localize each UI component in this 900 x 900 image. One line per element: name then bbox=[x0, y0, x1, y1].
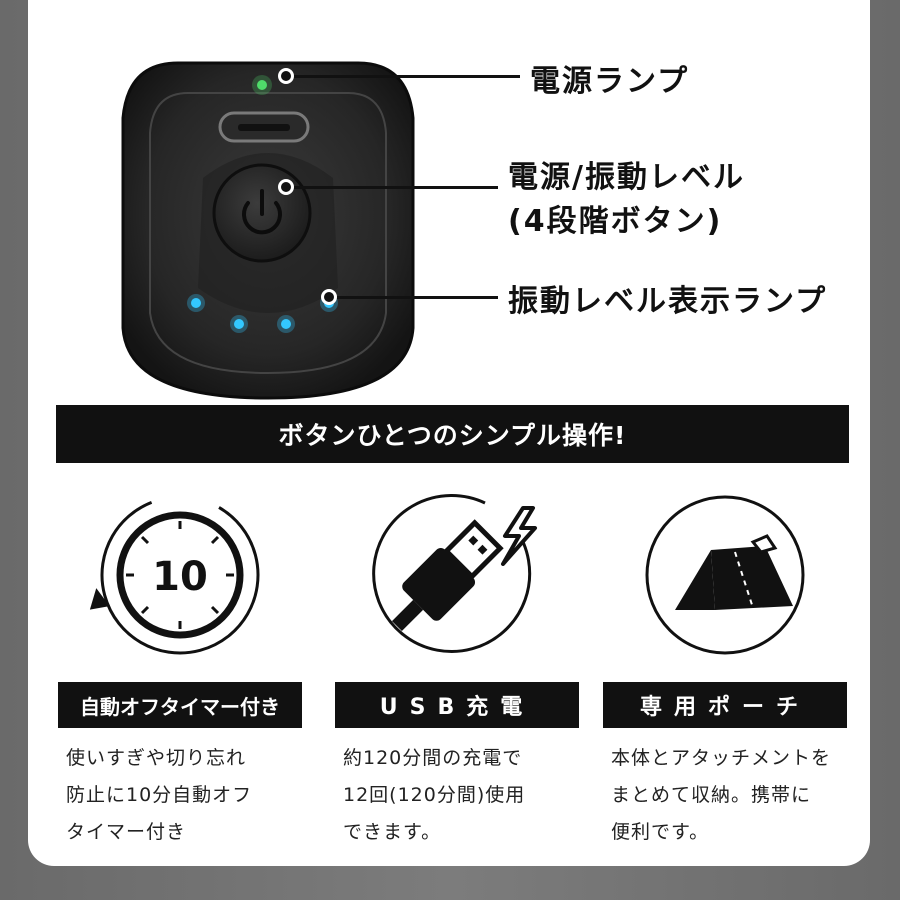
content-card: 電源ランプ 電源/振動レベル (4段階ボタン) 振動レベル表示ランプ ボタンひと… bbox=[28, 0, 870, 866]
callout-power-button-line2: (4段階ボタン) bbox=[508, 204, 723, 239]
callout-line-level-lamp bbox=[334, 296, 498, 299]
feature-desc-usb-charge: 約120分間の充電で 12回(120分間)使用 できます。 bbox=[343, 747, 526, 843]
callout-dot-power-button bbox=[278, 179, 294, 195]
device-illustration bbox=[121, 61, 415, 400]
power-indicator-light bbox=[257, 80, 267, 90]
feature-banner: ボタンひとつのシンプル操作! bbox=[56, 405, 849, 463]
feature-auto-off: 10 自動オフタイマー付き 使いすぎや切り忘れ 防止に10分自動オフ タイマー付… bbox=[58, 488, 302, 843]
callout-dot-level-lamp bbox=[321, 289, 337, 305]
usb-cable-icon bbox=[372, 494, 537, 653]
callout-power-button: 電源/振動レベル (4段階ボタン) bbox=[508, 156, 745, 244]
callout-line-power-button bbox=[290, 186, 498, 189]
feature-label-usb-charge: USB充電 bbox=[335, 682, 579, 728]
callout-power-button-line1: 電源/振動レベル bbox=[508, 160, 745, 195]
power-symbol-icon bbox=[242, 201, 282, 235]
timer-number: 10 bbox=[152, 554, 208, 600]
timer-icon: 10 bbox=[89, 495, 260, 655]
feature-pouch: 専用ポーチ 本体とアタッチメントを まとめて収納。携帯に 便利です。 bbox=[603, 488, 847, 843]
callout-line-power-lamp bbox=[290, 75, 520, 78]
feature-label-pouch: 専用ポーチ bbox=[603, 682, 847, 728]
feature-desc-auto-off: 使いすぎや切り忘れ 防止に10分自動オフ タイマー付き bbox=[66, 747, 253, 843]
callout-dot-power-lamp bbox=[278, 68, 294, 84]
feature-desc-pouch: 本体とアタッチメントを まとめて収納。携帯に 便利です。 bbox=[611, 747, 832, 843]
callout-level-lamp: 振動レベル表示ランプ bbox=[508, 284, 828, 319]
callout-power-lamp: 電源ランプ bbox=[530, 64, 690, 99]
pouch-icon bbox=[645, 495, 805, 655]
feature-label-auto-off: 自動オフタイマー付き bbox=[58, 682, 302, 728]
feature-usb-charge: USB充電 約120分間の充電で 12回(120分間)使用 できます。 bbox=[335, 488, 579, 843]
